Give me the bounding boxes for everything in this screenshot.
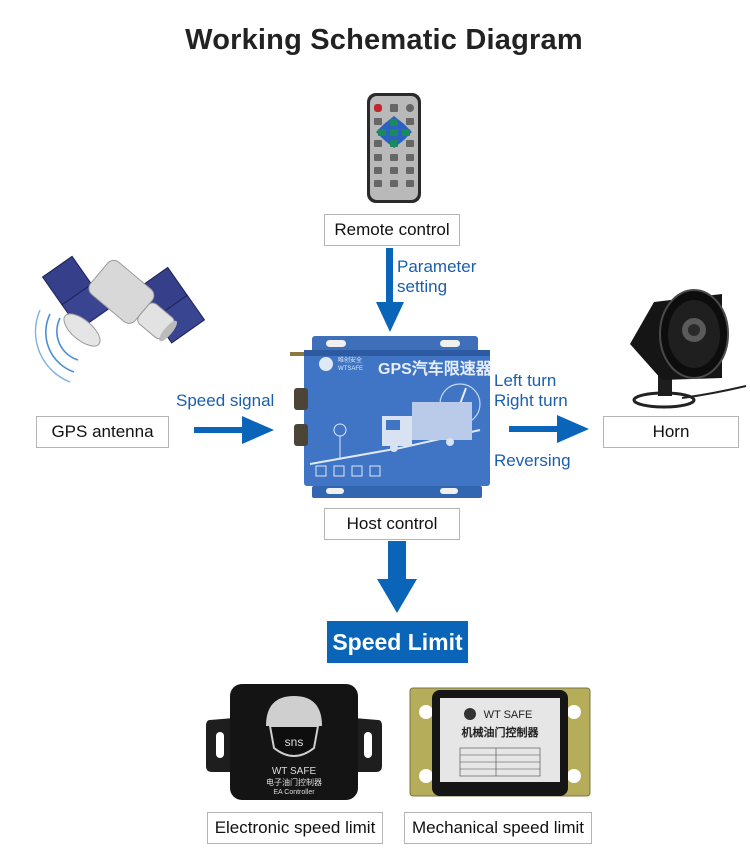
ea-controller-icon: sns WT SAFE 电子油门控制器 EA Controller [206,684,382,800]
svg-text:WT SAFE: WT SAFE [484,709,533,721]
remote-control-icon [367,93,421,203]
host-control-label: Host control [324,508,460,540]
svg-text:WTSAFE: WTSAFE [338,366,363,372]
svg-text:sns: sns [285,735,304,749]
horn-label-text: Horn [652,422,690,441]
turn-signals-label: Left turn Right turn [494,371,568,411]
host-control-label-text: Host control [346,514,438,533]
speed-limit-banner: Speed Limit [327,621,468,663]
svg-text:电子油门控制器: 电子油门控制器 [266,777,322,787]
reversing-label: Reversing [494,451,571,470]
parameter-setting-label: Parameter setting [397,257,476,297]
arrow-right-speed-signal [194,416,274,444]
svg-text:机械油门控制器: 机械油门控制器 [462,725,540,739]
mechanical-speed-limit-label: Mechanical speed limit [404,812,592,844]
arrow-right-to-horn [509,415,589,443]
arrow-down-speed-limit [377,541,417,613]
remote-control-label: Remote control [324,214,460,246]
svg-text:EA Controller: EA Controller [273,789,315,796]
left-turn-label: Left turn [494,371,557,390]
parameter-setting-line2: setting [397,277,448,296]
remote-control-label-text: Remote control [334,220,450,239]
arrow-down-parameter [376,248,404,332]
parameter-setting-line1: Parameter [397,257,477,276]
svg-text:GPS汽车限速器: GPS汽车限速器 [378,359,493,378]
horn-label: Horn [603,416,739,448]
mechanical-speed-limit-label-text: Mechanical speed limit [412,818,584,837]
right-turn-label: Right turn [494,391,568,410]
diagram-title: Working Schematic Diagram [185,24,583,56]
satellite-icon [34,255,206,383]
svg-text:唯创安全: 唯创安全 [338,356,362,364]
horn-speaker-icon [630,289,747,409]
svg-text:WT SAFE: WT SAFE [272,766,317,777]
mechanical-controller-icon: WT SAFE 机械油门控制器 [409,687,591,797]
electronic-speed-limit-label-text: Electronic speed limit [214,818,376,837]
gps-antenna-label: GPS antenna [36,416,169,448]
speed-signal-label: Speed signal [176,391,275,410]
electronic-speed-limit-label: Electronic speed limit [207,812,383,844]
gps-antenna-label-text: GPS antenna [51,422,154,441]
gps-speed-limiter-device-icon: 唯创安全 WTSAFE GPS汽车限速器 [290,336,493,498]
